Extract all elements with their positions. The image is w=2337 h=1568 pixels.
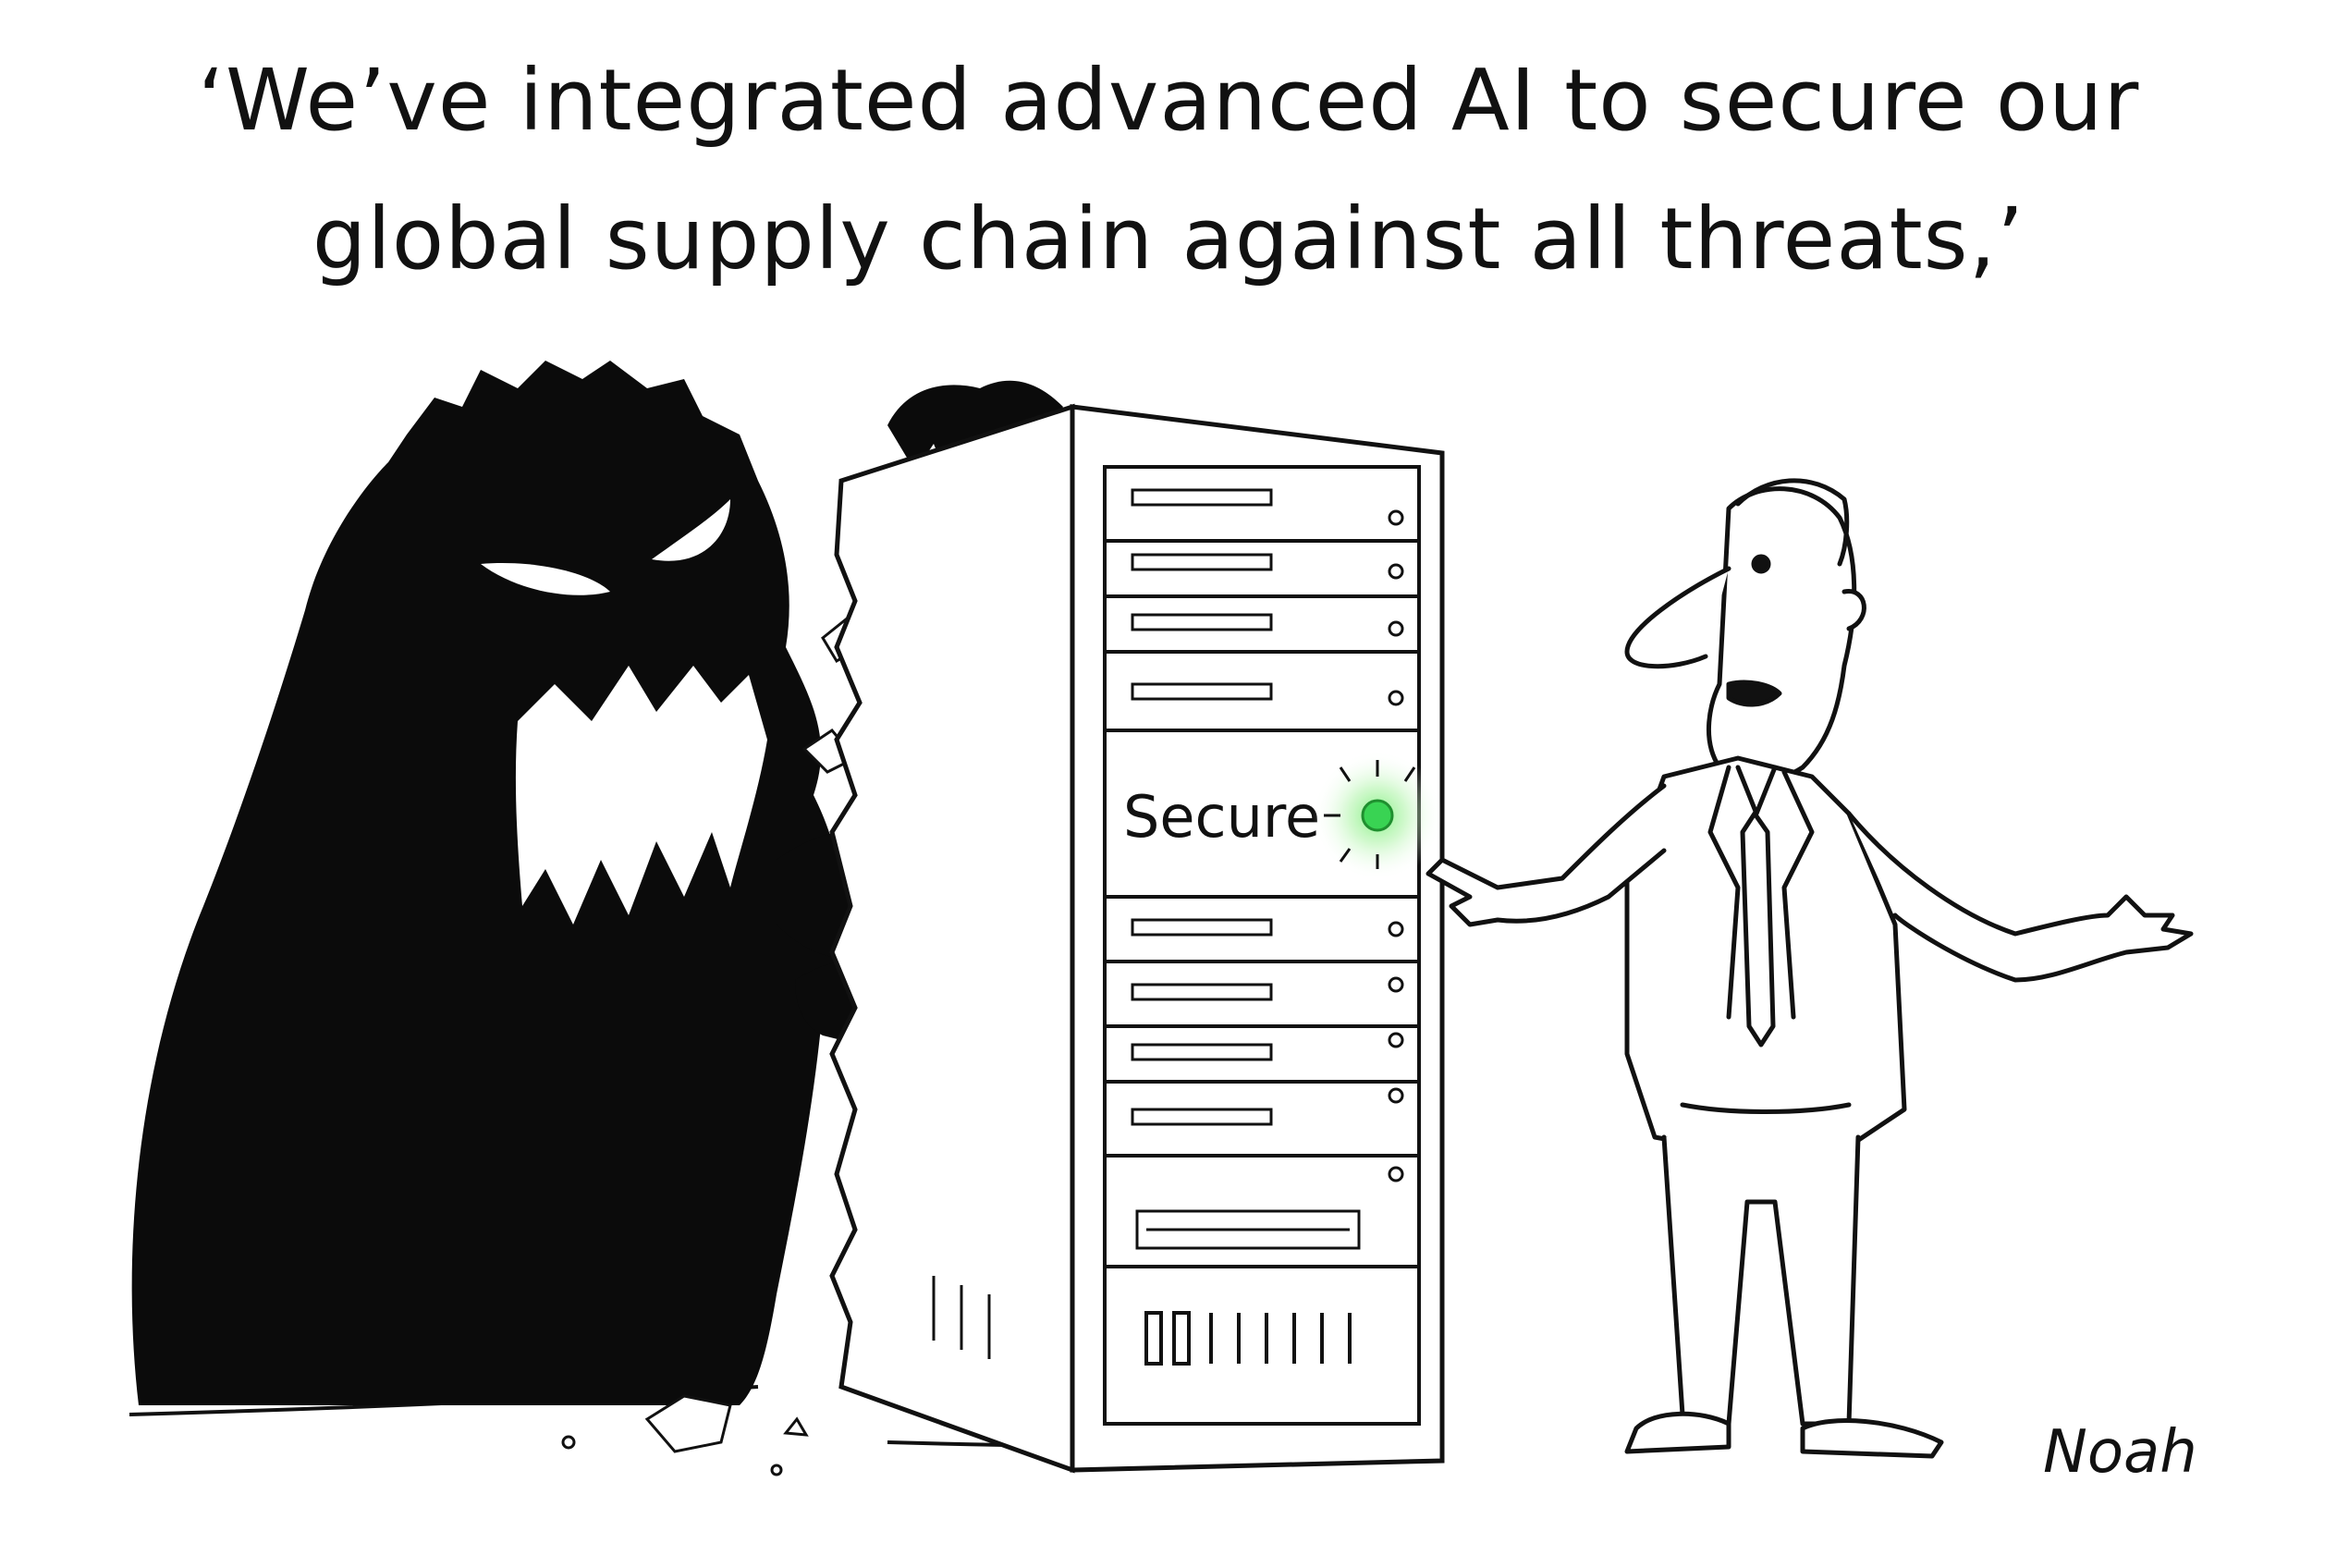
caption-line-1: ‘We’ve integrated advanced AI to secure …: [197, 51, 2140, 150]
monster-left-eye: [481, 563, 610, 595]
businessman-figure: [1425, 478, 2194, 1459]
secure-label: Secure: [1123, 783, 1320, 851]
green-status-light: [1313, 751, 1442, 880]
server-rack: [829, 403, 1445, 1474]
monster-mouth: [515, 666, 767, 925]
artist-signature: Noah: [2043, 1418, 2197, 1487]
monster-right-eye: [652, 499, 730, 561]
caption-line-2: global supply chain against all threats,…: [312, 190, 2025, 288]
